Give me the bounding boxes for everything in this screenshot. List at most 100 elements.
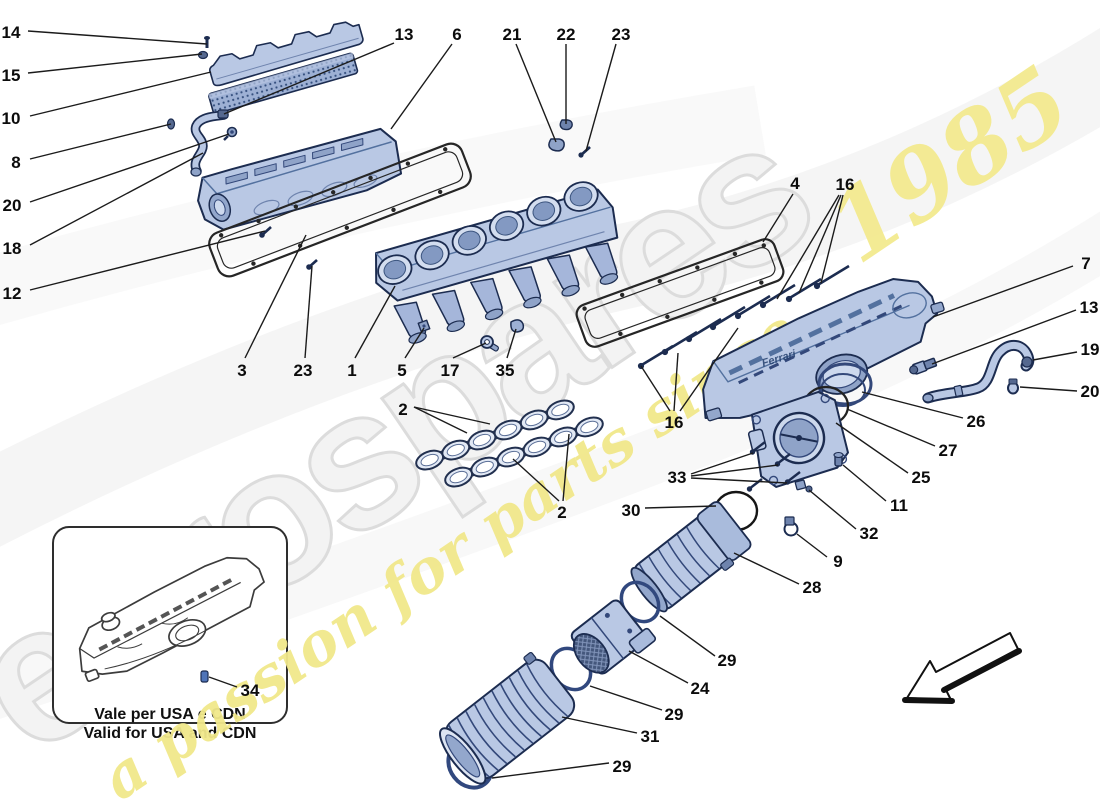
leader-line-28 bbox=[733, 552, 800, 585]
callout-22: 22 bbox=[557, 25, 576, 44]
callout-28: 28 bbox=[803, 578, 822, 597]
leader-line-30 bbox=[644, 505, 717, 509]
callout-11: 11 bbox=[890, 496, 908, 515]
leader-line-14 bbox=[27, 30, 208, 45]
leader-line-12 bbox=[29, 230, 266, 291]
leader-line-29 bbox=[659, 615, 716, 657]
bolt-part-11 bbox=[833, 451, 844, 467]
leader-line-19 bbox=[1032, 351, 1078, 361]
leader-line-20 bbox=[1019, 386, 1078, 392]
leader-line-3 bbox=[244, 234, 307, 359]
callout-16: 16 bbox=[665, 413, 684, 432]
leader-line-34 bbox=[208, 676, 238, 688]
leader-line-33 bbox=[690, 464, 779, 477]
leader-line-27 bbox=[846, 408, 936, 447]
callout-24: 24 bbox=[691, 679, 710, 698]
callout-35: 35 bbox=[496, 361, 515, 380]
callout-19: 19 bbox=[1081, 340, 1100, 359]
callout-23: 23 bbox=[294, 361, 313, 380]
callout-20: 20 bbox=[3, 196, 22, 215]
inset-text-italian: Vale per USA e CDN bbox=[94, 706, 245, 723]
clip-part-35 bbox=[510, 319, 525, 333]
leader-line-17 bbox=[452, 342, 487, 359]
inset-usa-cdn: Vale per USA e CDN Valid for USA and CDN bbox=[52, 526, 288, 742]
hose-end-fitting bbox=[1021, 356, 1033, 368]
leader-line-23 bbox=[585, 43, 617, 152]
intake-manifold bbox=[373, 176, 622, 347]
leader-line-29 bbox=[491, 762, 610, 779]
callout-18: 18 bbox=[3, 239, 22, 258]
callout-23: 23 bbox=[612, 25, 631, 44]
clamp-part-9 bbox=[783, 516, 799, 537]
leader-line-32 bbox=[808, 489, 857, 530]
leader-line-9 bbox=[796, 533, 828, 558]
callout-31: 31 bbox=[641, 727, 660, 746]
leader-line-18 bbox=[29, 152, 204, 246]
elbow-fitting-part-13 bbox=[909, 357, 938, 375]
callout-13: 13 bbox=[1080, 298, 1099, 317]
leader-line-10 bbox=[29, 71, 212, 117]
breather-hose bbox=[190, 109, 229, 177]
hose-part-19 bbox=[922, 340, 1035, 404]
leader-line-2 bbox=[413, 406, 468, 434]
leader-line-33 bbox=[690, 477, 788, 484]
hose-clamp-part-13 bbox=[217, 109, 229, 119]
gasket-right bbox=[575, 238, 785, 348]
clamp-ring-part-26 bbox=[817, 362, 873, 407]
callout-29: 29 bbox=[665, 705, 684, 724]
leader-line-13 bbox=[931, 309, 1077, 365]
gasket-left bbox=[208, 142, 472, 278]
callout-20: 20 bbox=[1081, 382, 1100, 401]
callout-21: 21 bbox=[503, 25, 522, 44]
banjo-bolt-part-20 bbox=[223, 126, 238, 141]
callout-7: 7 bbox=[1081, 254, 1090, 273]
callout-5: 5 bbox=[397, 361, 406, 380]
callout-26: 26 bbox=[967, 412, 986, 431]
callout-12: 12 bbox=[3, 284, 22, 303]
callout-9: 9 bbox=[833, 552, 842, 571]
screw-part-23-top bbox=[578, 145, 591, 158]
nut-part-5 bbox=[417, 319, 431, 333]
callout-27: 27 bbox=[939, 441, 958, 460]
intake-cover-left bbox=[197, 127, 403, 231]
leader-line-31 bbox=[561, 716, 638, 734]
leader-line-24 bbox=[628, 650, 689, 684]
leader-line-25 bbox=[835, 422, 909, 474]
leader-line-11 bbox=[842, 464, 887, 502]
leader-line-2 bbox=[413, 406, 491, 425]
bolt-part-23-left bbox=[306, 259, 318, 270]
leader-line-16 bbox=[820, 194, 844, 284]
callout-2: 2 bbox=[557, 503, 566, 522]
callout-6: 6 bbox=[452, 25, 461, 44]
callout-29: 29 bbox=[718, 651, 737, 670]
leader-line-5 bbox=[404, 327, 425, 359]
clip-part-21 bbox=[548, 138, 565, 152]
clip-part-22 bbox=[559, 119, 573, 131]
callout-13: 13 bbox=[395, 25, 414, 44]
callout-14: 14 bbox=[2, 23, 21, 42]
leader-line-29 bbox=[589, 685, 663, 711]
plenum-cover: Ferrari bbox=[702, 278, 945, 422]
leader-line-16 bbox=[640, 365, 671, 412]
callout-30: 30 bbox=[622, 501, 641, 520]
corrugated-hose bbox=[439, 651, 576, 785]
leader-line-16 bbox=[679, 327, 739, 412]
leader-line-8 bbox=[29, 123, 172, 160]
clamp-part-20 bbox=[1007, 378, 1019, 395]
maf-sensor bbox=[570, 599, 657, 675]
callout-16: 16 bbox=[836, 175, 855, 194]
callout-29: 29 bbox=[613, 757, 632, 776]
manifold-gasket-chain-a bbox=[412, 395, 578, 475]
callout-32: 32 bbox=[860, 524, 879, 543]
callout-3: 3 bbox=[237, 361, 246, 380]
leader-line-21 bbox=[515, 43, 557, 143]
leader-line-16 bbox=[673, 352, 679, 412]
leader-line-6 bbox=[390, 43, 453, 130]
leader-line-1 bbox=[354, 285, 396, 359]
leader-line-26 bbox=[861, 391, 964, 419]
inset-text-english: Valid for USA and CDN bbox=[84, 725, 257, 742]
callout-2: 2 bbox=[398, 400, 407, 419]
leader-line-16 bbox=[798, 194, 842, 294]
